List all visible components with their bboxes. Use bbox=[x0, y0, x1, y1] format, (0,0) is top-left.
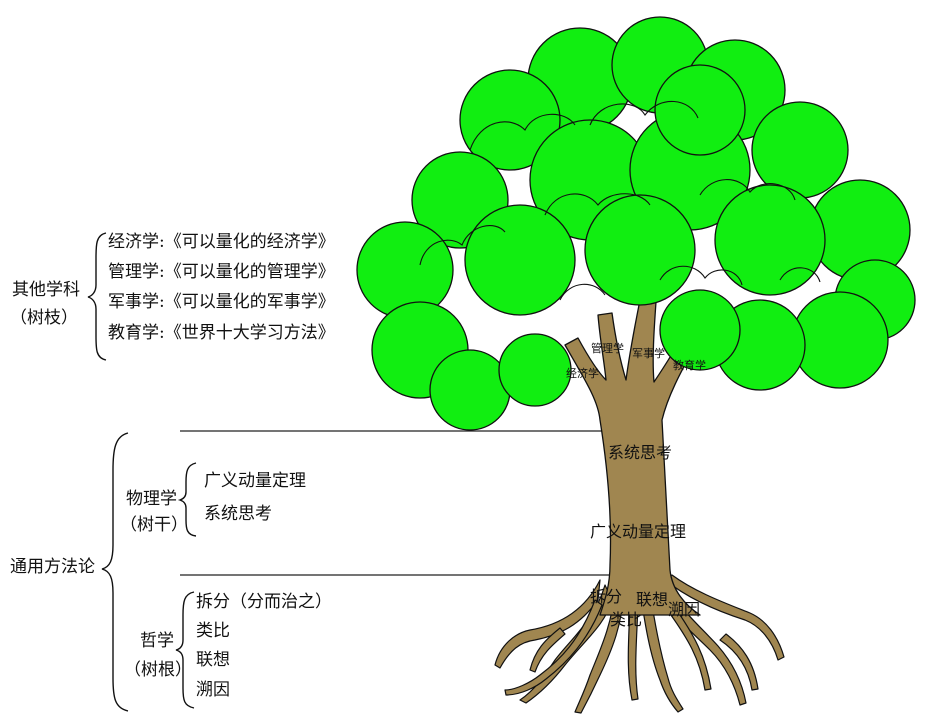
root-label-association: 联想 bbox=[636, 590, 669, 609]
branch-label-military: 军事学 bbox=[632, 347, 665, 360]
root-label-split: 拆分 bbox=[590, 587, 623, 606]
branches-group-subtitle: （树枝） bbox=[10, 308, 78, 328]
branch-label-management: 管理学 bbox=[591, 342, 624, 355]
trunk-label-momentum-theorem: 广义动量定理 bbox=[590, 522, 687, 541]
tree-canopy bbox=[356, 16, 916, 431]
branch-label-economics: 经济学 bbox=[566, 367, 599, 380]
philosophy-brace bbox=[175, 591, 195, 709]
philosophy-item-split: 拆分（分而治之） bbox=[196, 592, 332, 612]
physics-subtitle: （树干） bbox=[120, 515, 188, 535]
canopy-contours bbox=[419, 100, 821, 301]
general-brace bbox=[101, 432, 129, 712]
root-label-abduction: 溯因 bbox=[668, 600, 701, 619]
branches-item-education: 教育学:《世界十大学习方法》 bbox=[108, 323, 335, 343]
philosophy-item-association: 联想 bbox=[196, 650, 230, 670]
general-group-title: 通用方法论 bbox=[10, 557, 95, 577]
branches-item-military: 军事学:《可以量化的军事学》 bbox=[108, 292, 335, 312]
physics-item-systems-thinking: 系统思考 bbox=[204, 504, 272, 524]
physics-item-momentum-theorem: 广义动量定理 bbox=[204, 471, 306, 491]
philosophy-item-analogy: 类比 bbox=[196, 621, 230, 641]
branches-item-economics: 经济学:《可以量化的经济学》 bbox=[108, 232, 335, 252]
tree-trunk bbox=[564, 299, 701, 616]
trunk-label-systems-thinking: 系统思考 bbox=[608, 443, 673, 462]
philosophy-item-abduction: 溯因 bbox=[196, 680, 230, 700]
tree-roots bbox=[494, 574, 785, 714]
branches-item-management: 管理学:《可以量化的管理学》 bbox=[108, 262, 335, 282]
physics-brace bbox=[177, 462, 197, 537]
physics-title: 物理学 bbox=[126, 489, 177, 509]
branch-label-education: 教育学 bbox=[673, 359, 706, 372]
branches-group-title: 其他学科 bbox=[12, 280, 80, 300]
philosophy-title: 哲学 bbox=[140, 631, 174, 651]
branches-brace bbox=[87, 232, 107, 361]
root-label-analogy: 类比 bbox=[610, 610, 643, 629]
philosophy-subtitle: （树根） bbox=[124, 660, 192, 680]
